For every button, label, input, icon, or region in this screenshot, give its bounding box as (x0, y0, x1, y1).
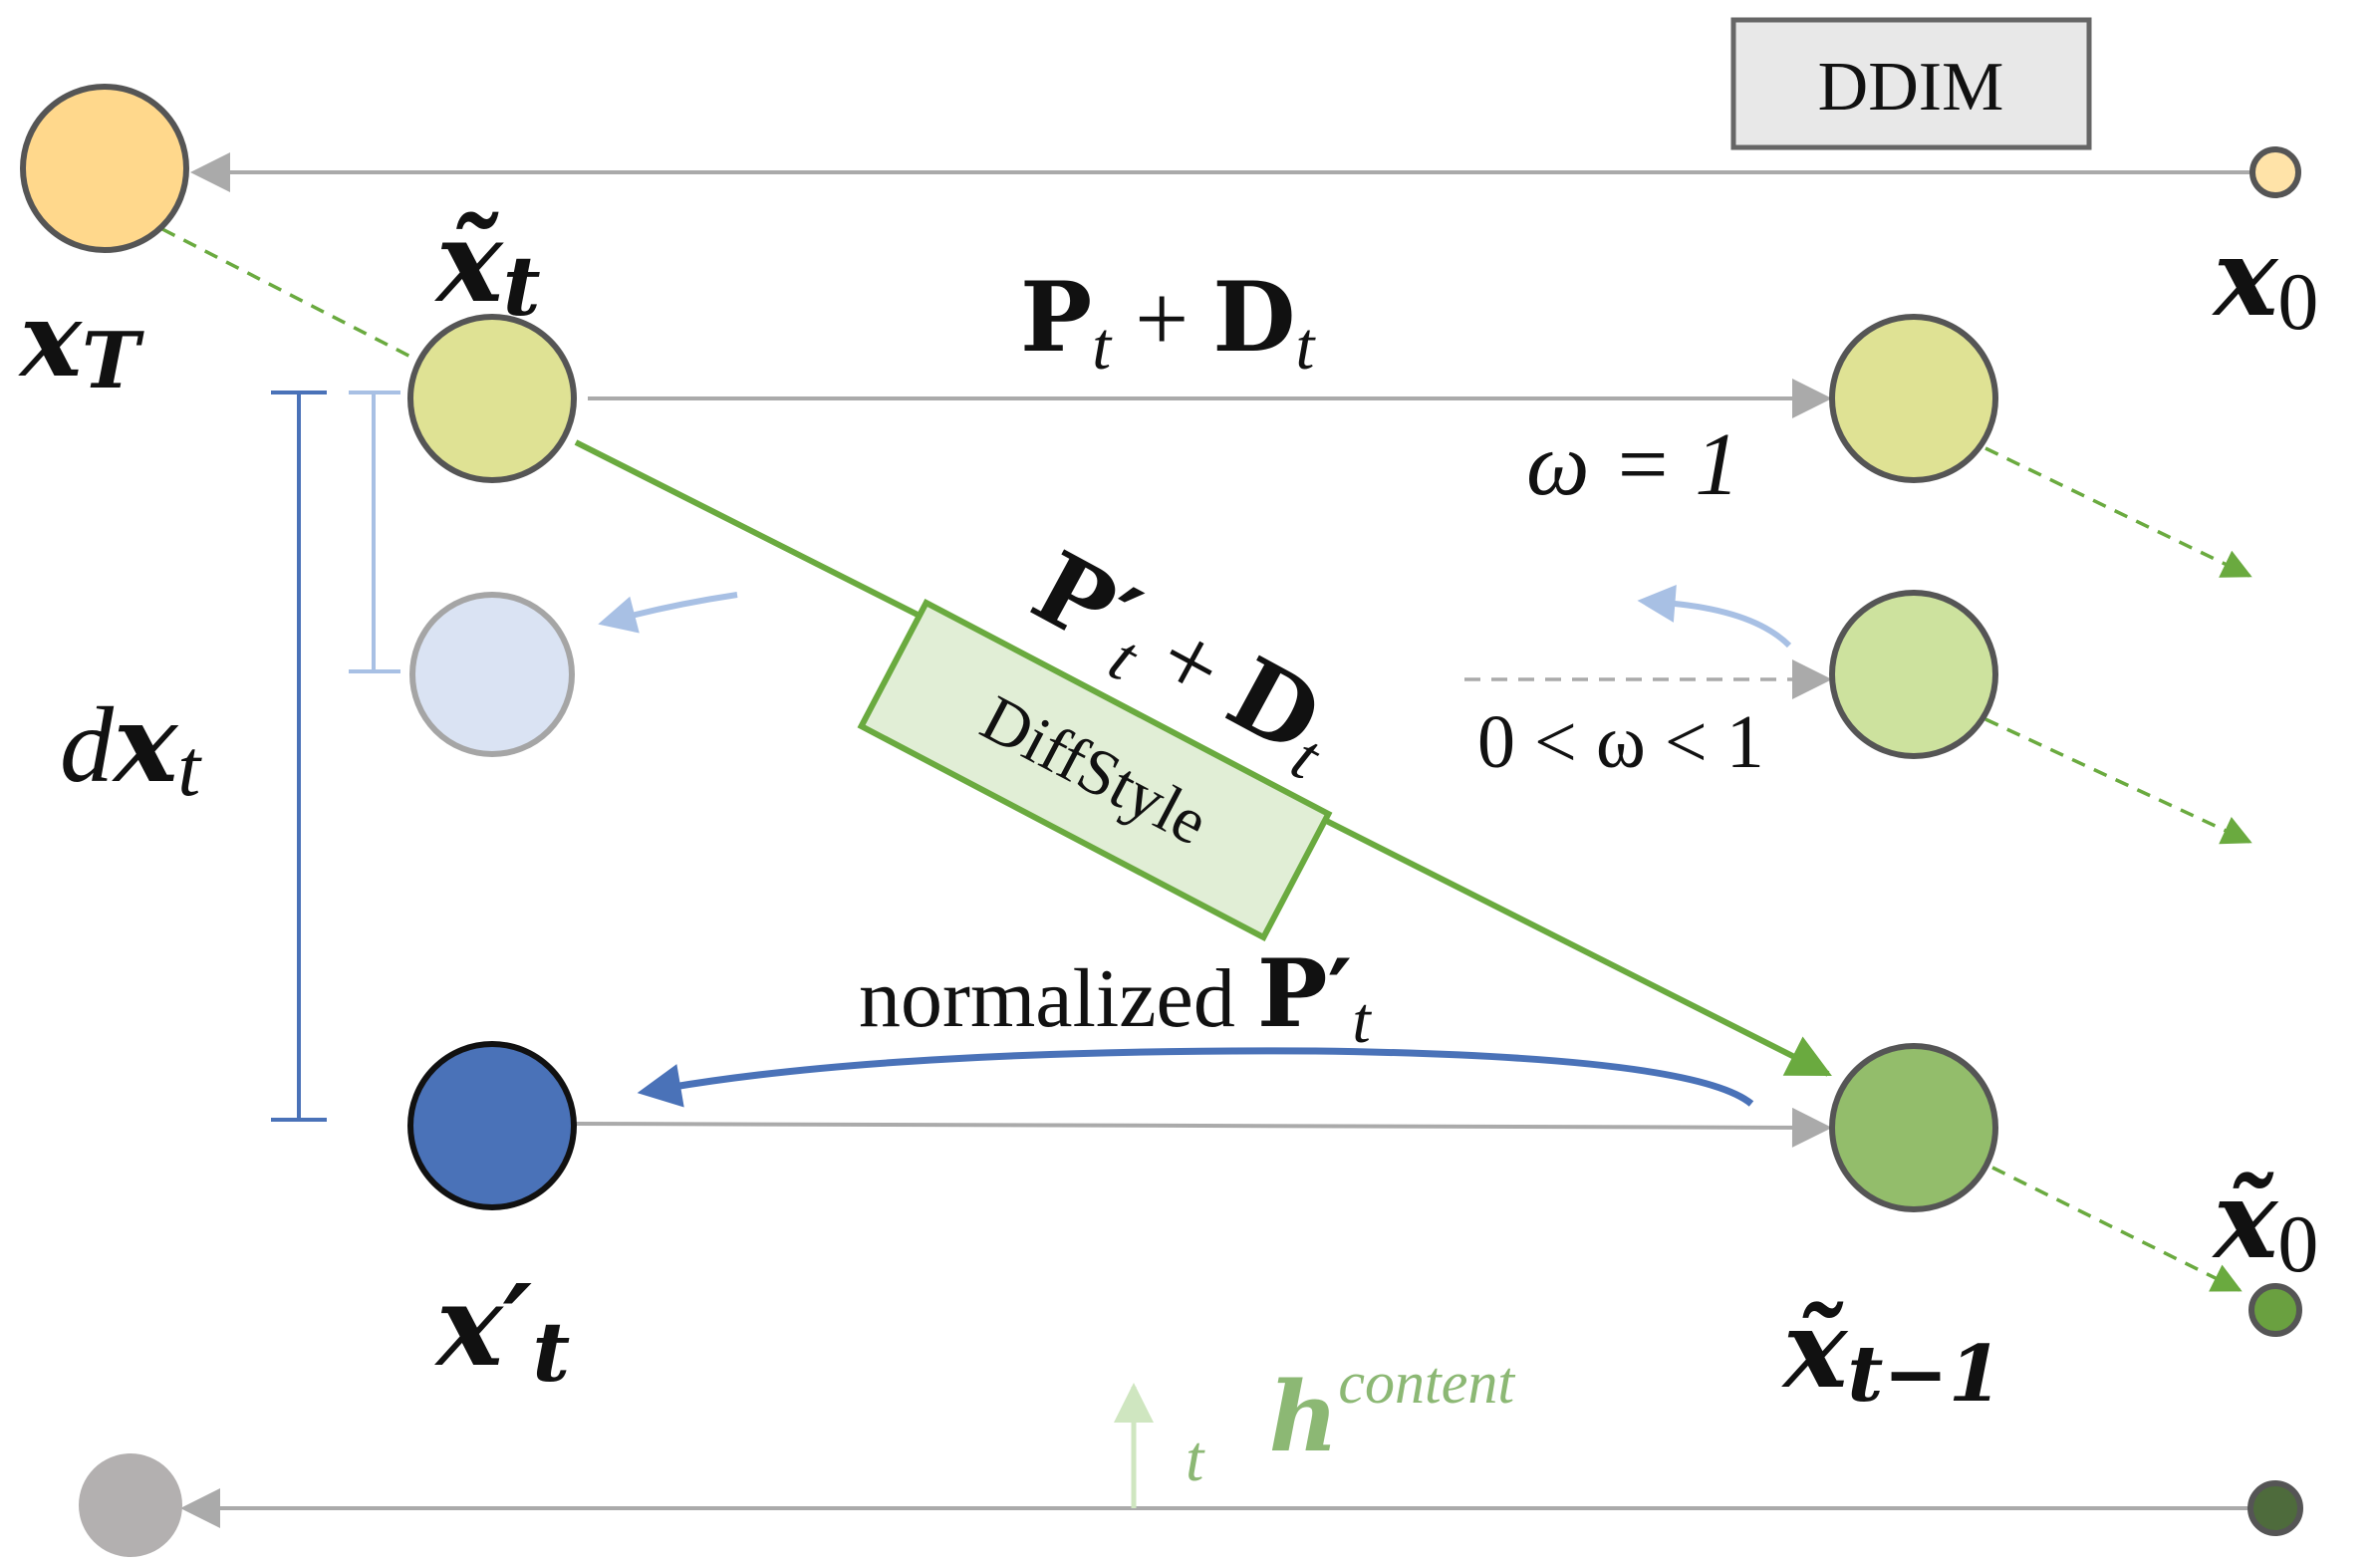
label-pt-dt: Pt + Dt (1020, 261, 1316, 384)
node-x-t-minus-1 (1829, 1043, 1998, 1212)
node-x-t-tilde (407, 314, 577, 483)
label-omega-range: 0 < ω < 1 (1477, 700, 1764, 784)
normalized-arrow (637, 1047, 1754, 1108)
arrow-xt-prime-to-xt1 (575, 1107, 1832, 1148)
ddim-box: DDIM (1730, 17, 2092, 150)
ghost-bracket (349, 391, 400, 673)
label-x-T: xT (18, 278, 144, 406)
ddim-label: DDIM (1818, 49, 2004, 126)
node-bottom-dark (2247, 1480, 2303, 1536)
node-ghost (409, 592, 575, 757)
dashed-green-top-right (1984, 446, 2252, 578)
label-x-t-tilde: x̃t (434, 197, 541, 335)
dashed-green-xT (161, 227, 419, 363)
node-bottom-left (79, 1453, 182, 1557)
dashed-green-mid-right (1984, 717, 2252, 845)
node-mid-right (1829, 590, 1998, 759)
label-x0-tilde: x̃0 (2212, 1158, 2318, 1289)
label-x-0: x0 (2212, 215, 2318, 347)
node-x-t-prime (407, 1041, 577, 1210)
node-top-right (1829, 314, 1998, 483)
label-dx-t: dxt (60, 681, 202, 813)
node-x0-tilde (2248, 1283, 2302, 1337)
label-x-t-minus-1: x̃t−1 (1781, 1287, 2002, 1420)
node-x-T (20, 84, 189, 253)
label-omega-1: ω = 1 (1526, 415, 1739, 514)
dx-bracket (271, 391, 327, 1122)
dashed-green-bottom-right (1991, 1166, 2243, 1292)
omega-curve-arrow (1637, 584, 1792, 649)
label-x-t-prime: x′t (434, 1261, 570, 1401)
ghost-curve-arrow (598, 592, 738, 634)
node-x-0 (2249, 146, 2301, 198)
